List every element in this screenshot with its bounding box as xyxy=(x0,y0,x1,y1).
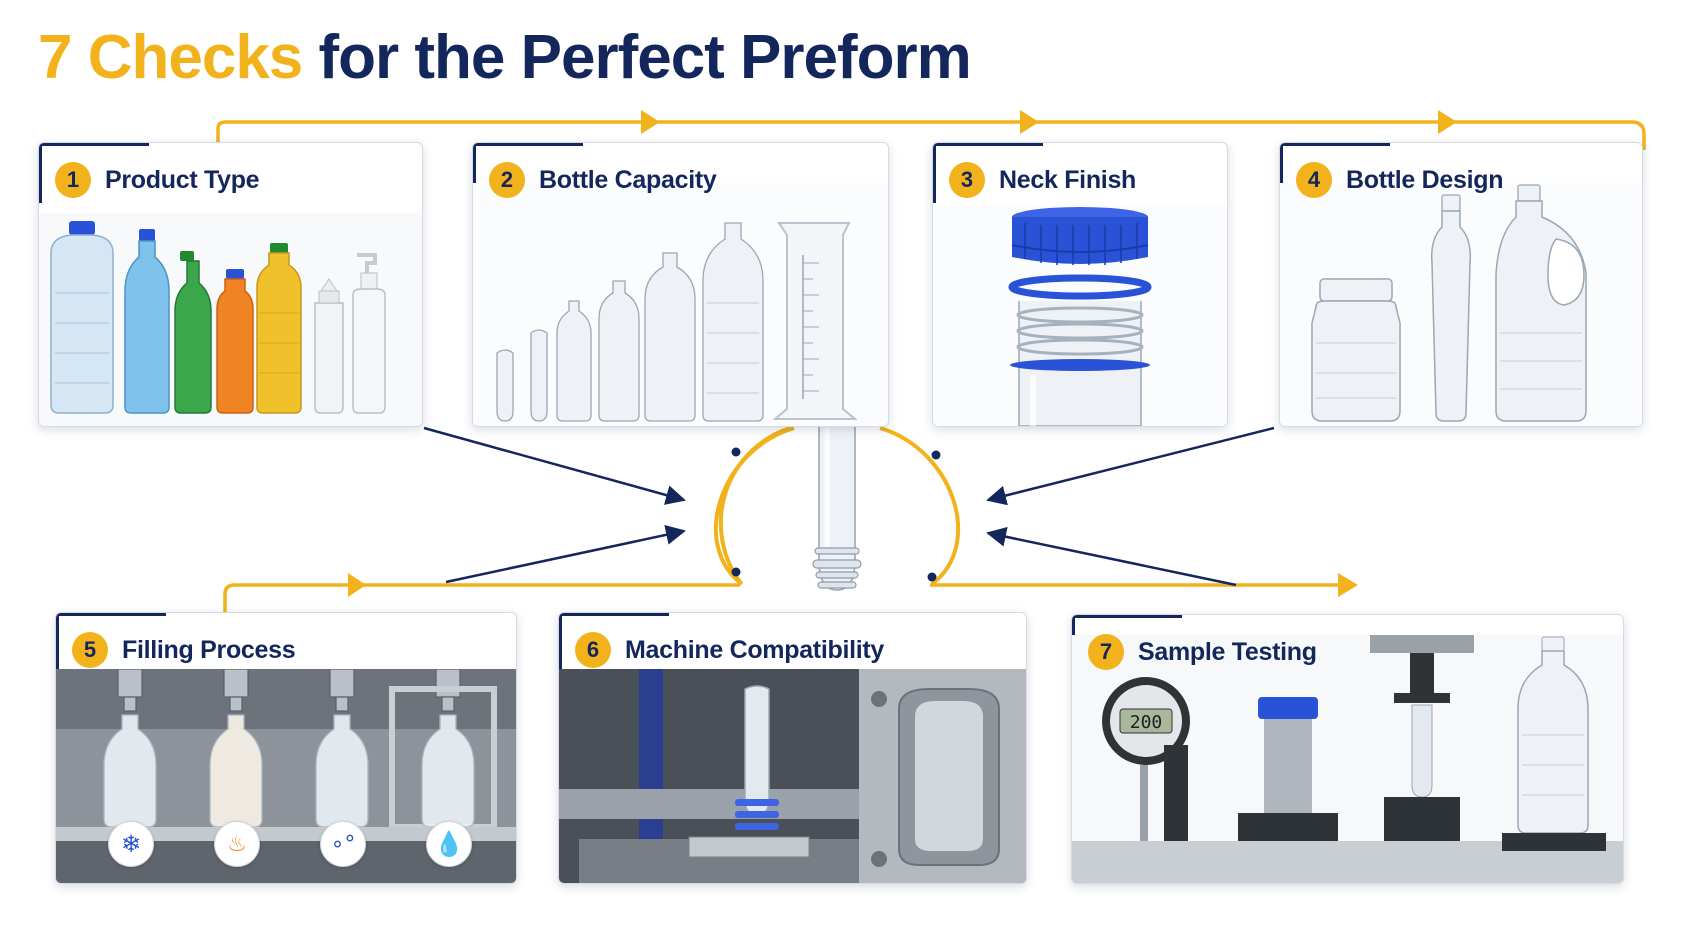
step-card-neck-finish: 3 Neck Finish xyxy=(932,142,1228,427)
step-title: Neck Finish xyxy=(999,165,1137,194)
arrow-from-sample-testing xyxy=(986,526,1237,587)
step-title: Product Type xyxy=(105,165,260,194)
step-title: Bottle Design xyxy=(1346,165,1504,194)
arrow-from-filling-process xyxy=(445,524,686,584)
bottom-flow-line-left xyxy=(223,583,740,612)
step-title: Machine Compatibility xyxy=(625,635,885,664)
page-title: 7 Checks for the Perfect Preform xyxy=(38,22,972,93)
step-header: 5 Filling Process xyxy=(72,629,296,671)
bubbles-icon: ∘° xyxy=(320,821,366,867)
arrow-from-bottle-design xyxy=(986,426,1275,506)
step-header: 6 Machine Compatibility xyxy=(575,629,884,671)
heat-waves-icon: ♨ xyxy=(214,821,260,867)
product-type-bottles-illustration xyxy=(39,213,422,426)
step-header: 2 Bottle Capacity xyxy=(489,159,717,201)
step-card-sample-testing: 7 Sample Testing 200 xyxy=(1071,614,1624,884)
bottom-flow-arrow-1 xyxy=(348,573,366,597)
title-rest: for the Perfect Preform xyxy=(318,23,972,92)
step-number-badge: 5 xyxy=(72,632,108,668)
bottom-flow-arrow-2 xyxy=(1338,573,1358,597)
step-header: 7 Sample Testing xyxy=(1088,631,1317,673)
snowflake-icon: ❄ xyxy=(108,821,154,867)
center-ring-arc-left xyxy=(714,426,795,586)
step-number-badge: 4 xyxy=(1296,162,1332,198)
title-highlight: 7 Checks xyxy=(38,23,303,92)
step-title: Bottle Capacity xyxy=(539,165,717,194)
step-header: 1 Product Type xyxy=(55,159,260,201)
step-title: Sample Testing xyxy=(1138,637,1317,666)
bottle-capacity-illustration xyxy=(473,183,888,426)
top-flow-arrow-2 xyxy=(1020,110,1039,134)
step-header: 3 Neck Finish xyxy=(949,159,1136,201)
step-number-badge: 2 xyxy=(489,162,525,198)
step-number-badge: 6 xyxy=(575,632,611,668)
step-number-badge: 7 xyxy=(1088,634,1124,670)
step-card-filling-process: 5 Filling Process ❄ ♨ ∘° 💧 xyxy=(55,612,517,884)
top-flow-line xyxy=(216,120,1646,150)
step-card-machine-compatibility: 6 Machine Compatibility xyxy=(558,612,1027,884)
bottle-design-illustration xyxy=(1280,183,1642,426)
droplet-icon: 💧 xyxy=(426,821,472,867)
center-preform xyxy=(812,411,862,591)
top-flow-arrow-1 xyxy=(641,110,660,134)
step-card-bottle-design: 4 Bottle Design xyxy=(1279,142,1643,427)
center-ring-arc-right xyxy=(879,426,960,586)
neck-finish-cap-illustration xyxy=(933,205,1227,426)
top-flow-arrow-3 xyxy=(1438,110,1457,134)
blow-mold-machine-illustration xyxy=(559,669,1026,883)
step-number-badge: 3 xyxy=(949,162,985,198)
step-number-badge: 1 xyxy=(55,162,91,198)
gauge-reading: 200 xyxy=(1130,712,1163,733)
sample-testing-illustration: 200 xyxy=(1072,635,1623,883)
arrow-from-product-type xyxy=(423,426,686,505)
step-card-bottle-capacity: 2 Bottle Capacity xyxy=(472,142,889,427)
step-title: Filling Process xyxy=(122,635,296,664)
step-header: 4 Bottle Design xyxy=(1296,159,1504,201)
step-card-product-type: 1 Product Type xyxy=(38,142,423,427)
